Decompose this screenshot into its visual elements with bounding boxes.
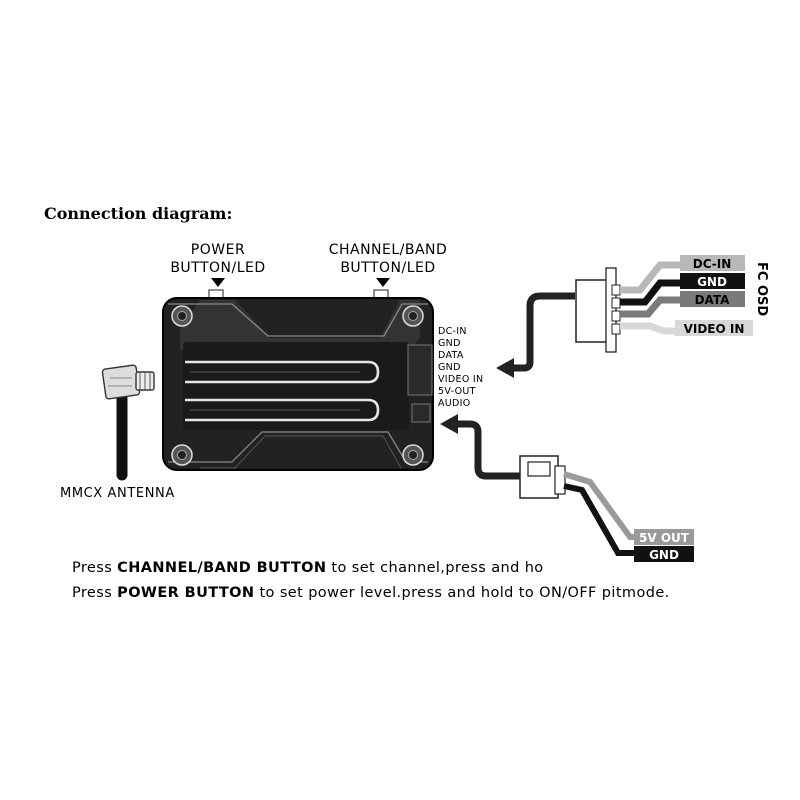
screw-icon <box>402 305 424 327</box>
channel-arrow-icon <box>376 278 390 287</box>
svg-text:DC-IN: DC-IN <box>438 326 467 337</box>
fc-osd-wires <box>620 261 690 335</box>
arrow-left-icon <box>440 414 458 434</box>
svg-text:GND: GND <box>438 338 461 349</box>
pin-labels: DC-IN GND DATA GND VIDEO IN 5V-OUT AUDIO <box>438 326 483 409</box>
svg-text:DATA: DATA <box>695 293 731 307</box>
wire-label-data: DATA <box>680 291 745 307</box>
svg-text:BUTTON/LED: BUTTON/LED <box>170 260 265 276</box>
svg-text:GND: GND <box>697 275 727 289</box>
svg-text:AUDIO: AUDIO <box>438 398 471 409</box>
arrow-left-icon <box>496 358 514 378</box>
wire-label-5v-out: 5V OUT <box>634 529 694 545</box>
fc-osd-arrow <box>496 292 575 378</box>
svg-text:5V OUT: 5V OUT <box>639 531 690 545</box>
screw-icon <box>402 444 424 466</box>
instruction-line-2: Press POWER BUTTON to set power level.pr… <box>72 585 670 601</box>
power-arrow-icon <box>211 278 225 287</box>
power-button-label: POWER BUTTON/LED <box>170 242 265 287</box>
svg-text:GND: GND <box>438 362 461 373</box>
wire-label-dc-in: DC-IN <box>680 255 745 271</box>
screw-icon <box>171 305 193 327</box>
svg-text:CHANNEL/BAND: CHANNEL/BAND <box>329 242 448 258</box>
svg-text:VIDEO IN: VIDEO IN <box>684 322 745 336</box>
wire-label-gnd: GND <box>680 273 745 289</box>
svg-text:DATA: DATA <box>438 350 464 361</box>
antenna-label: MMCX ANTENNA <box>60 486 175 501</box>
wire-label-video-in: VIDEO IN <box>675 320 753 336</box>
screw-icon <box>171 444 193 466</box>
fc-osd-label: FC OSD <box>754 262 769 316</box>
svg-text:GND: GND <box>649 548 679 562</box>
power-out-connector <box>519 455 566 499</box>
svg-text:VIDEO IN: VIDEO IN <box>438 374 483 385</box>
power-arrow <box>440 414 520 480</box>
svg-text:POWER: POWER <box>191 242 245 258</box>
channel-button-label: CHANNEL/BAND BUTTON/LED <box>329 242 448 287</box>
svg-text:5V-OUT: 5V-OUT <box>438 386 476 397</box>
power-out-wires <box>563 471 640 556</box>
vtx-module <box>162 297 434 471</box>
wire-label-power-gnd: GND <box>634 546 694 562</box>
instruction-line-1: Press CHANNEL/BAND BUTTON to set channel… <box>72 560 544 576</box>
svg-text:BUTTON/LED: BUTTON/LED <box>340 260 435 276</box>
svg-text:DC-IN: DC-IN <box>693 257 732 271</box>
mmcx-antenna <box>101 364 155 481</box>
diagram-title: Connection diagram: <box>44 204 232 223</box>
fc-osd-connector <box>575 267 621 353</box>
